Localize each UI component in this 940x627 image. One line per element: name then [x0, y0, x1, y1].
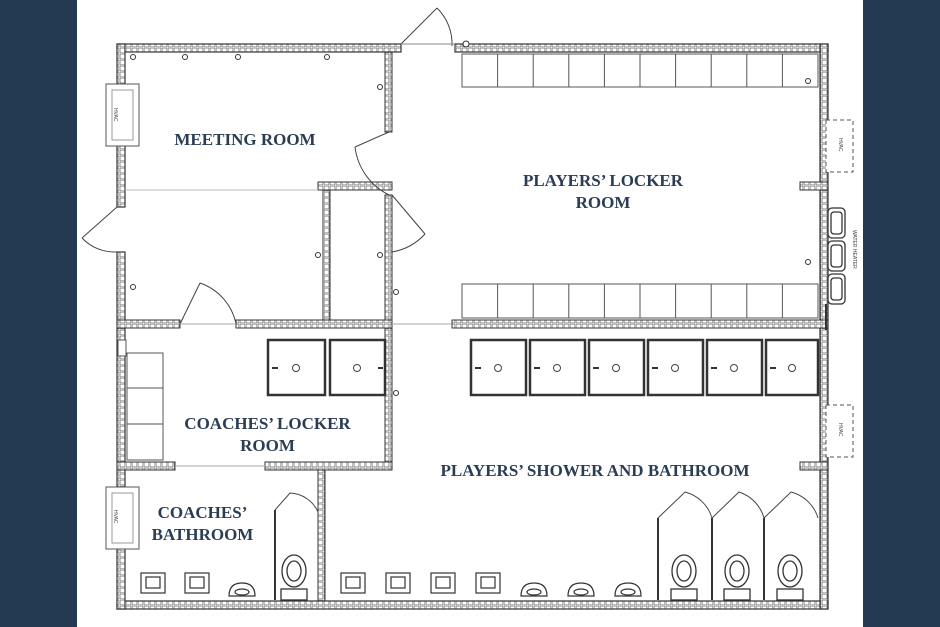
wall-corridor-left: [322, 189, 331, 321]
toilet-3: [776, 554, 804, 601]
wall-fixtures: [130, 40, 811, 396]
shower-drains: [292, 364, 796, 372]
coaches-locker-room-label-line2: ROOM: [240, 436, 295, 455]
lockers-bottom: [461, 283, 819, 319]
water-heater: [825, 207, 846, 330]
door-entrance-left: [81, 206, 118, 253]
door-entrance-top: [400, 7, 455, 47]
wall-right-stub-upper: [799, 181, 829, 191]
wall-corridor-top: [317, 181, 393, 191]
players-locker-room-label-line1: PLAYERS’ LOCKER: [522, 171, 684, 190]
lockers-coaches: [117, 339, 164, 461]
door-corridor: [391, 194, 426, 253]
hvac-right-lower: [825, 404, 854, 458]
wall-h1-right: [451, 319, 829, 329]
sinks: [140, 572, 501, 594]
hvac-tag-right-lower: HVAC: [837, 423, 843, 437]
wall-top-left: [116, 43, 402, 53]
meeting-room-label: MEETING ROOM: [174, 130, 316, 149]
interior-walls: [116, 51, 829, 602]
wall-left-lower: [116, 251, 126, 610]
wall-h1-left: [116, 319, 181, 329]
toilet-2: [723, 554, 751, 601]
hvac-units: [105, 83, 854, 550]
players-shower-bathroom-label: PLAYERS’ SHOWER AND BATHROOM: [440, 461, 750, 480]
toilet-coaches: [280, 554, 308, 601]
wall-h2-mid: [264, 461, 393, 471]
hvac-tag-coaches-bath: HVAC: [112, 510, 118, 524]
coaches-locker-room-label-line1: COACHES’ LOCKER: [184, 414, 351, 433]
hvac-tag-meeting: HVAC: [112, 108, 118, 122]
toilet-doors: [274, 491, 819, 519]
hvac-tag-right-upper: HVAC: [837, 138, 843, 152]
wall-h2-left: [116, 461, 176, 471]
coaches-bathroom-label-line1: COACHES’: [157, 503, 248, 522]
door-meeting: [354, 131, 390, 196]
players-locker-room-label: PLAYERS’ LOCKER ROOM: [503, 170, 703, 214]
wall-h2-right: [799, 461, 829, 471]
coaches-locker-room-label: COACHES’ LOCKER ROOM: [170, 413, 365, 457]
door-meeting-bottom: [179, 282, 237, 325]
wall-top-right: [454, 43, 829, 53]
wall-bottom: [116, 600, 829, 610]
hvac-right-upper: [825, 119, 854, 173]
water-heater-tag: WATER HEATER: [851, 230, 857, 269]
door-opening-lockers: [175, 323, 452, 467]
toilets: [280, 554, 804, 601]
hvac-coaches-bath: [105, 486, 140, 550]
wall-h1-mid: [235, 319, 393, 329]
doors: [81, 7, 455, 467]
lockers-top: [461, 53, 819, 88]
wall-meeting-right-upper: [384, 51, 393, 133]
wall-meeting-right-lower: [384, 194, 393, 321]
toilet-1: [670, 554, 698, 601]
coaches-bathroom-label-line2: BATHROOM: [151, 525, 254, 544]
wall-coaches-bath-right: [317, 469, 326, 602]
toilet-partitions: [274, 510, 765, 600]
hvac-meeting: [105, 83, 140, 147]
urinals: [228, 582, 642, 597]
players-locker-room-label-line2: ROOM: [575, 193, 631, 212]
coaches-bathroom-label: COACHES’ BATHROOM: [140, 502, 265, 546]
